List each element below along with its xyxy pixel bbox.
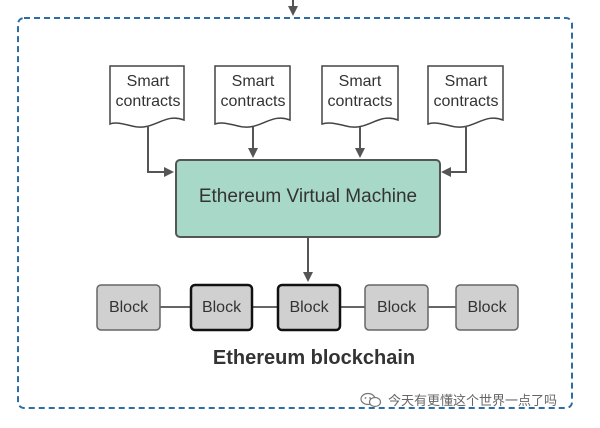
smart-contract-label-line2: contracts — [221, 93, 286, 110]
contract-arrow-1 — [147, 126, 174, 177]
contract-arrow-4 — [441, 126, 467, 177]
block-label: Block — [467, 299, 507, 316]
smart-contract-label-line2: contracts — [116, 93, 181, 110]
blockchain-container — [17, 17, 573, 409]
evm-box: Ethereum Virtual Machine — [175, 159, 441, 238]
block-label: Block — [202, 299, 242, 316]
block-5: Block — [455, 284, 519, 331]
watermark-text: 今天有更懂这个世界一点了吗 — [388, 394, 558, 409]
smart-contract-doc-3: Smart contracts — [321, 65, 399, 128]
block-4: Block — [364, 284, 429, 331]
smart-contract-label-line1: Smart — [339, 73, 382, 90]
block-2: Block — [189, 283, 254, 332]
smart-contract-label-line1: Smart — [232, 73, 275, 90]
smart-contract-doc-1: Smart contracts — [109, 65, 185, 128]
watermark: 今天有更懂这个世界一点了吗 — [360, 390, 557, 409]
evm-label: Ethereum Virtual Machine — [199, 186, 417, 207]
smart-contract-label-line2: contracts — [434, 93, 499, 110]
block-1: Block — [96, 284, 161, 331]
block-label: Block — [109, 299, 149, 316]
blockchain-caption: Ethereum blockchain — [213, 347, 415, 369]
block-label: Block — [289, 299, 329, 316]
smart-contract-doc-2: Smart contracts — [214, 65, 291, 128]
smart-contract-doc-4: Smart contracts — [427, 65, 504, 128]
wechat-icon — [360, 392, 382, 407]
smart-contract-label-line1: Smart — [127, 73, 170, 90]
block-label: Block — [377, 299, 417, 316]
smart-contract-label-line1: Smart — [445, 73, 488, 90]
smart-contract-label-line2: contracts — [328, 93, 393, 110]
block-3: Block — [276, 283, 342, 332]
